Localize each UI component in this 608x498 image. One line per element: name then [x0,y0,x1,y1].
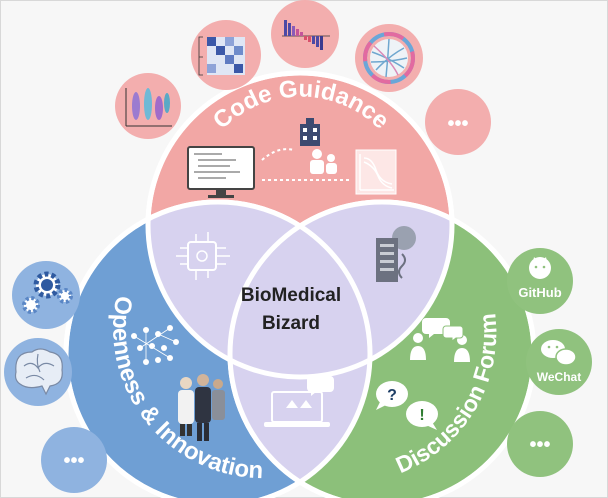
gears-bubble [12,261,80,329]
heatmap-bubble [191,20,261,90]
bar-chart-bubble [271,0,339,68]
open-more-dots: ••• [63,450,84,472]
exclamation-bubble-icon: ! [406,401,438,430]
chord-diagram-icon [363,32,415,84]
violin-plot-bubble [115,73,181,139]
forum-more-bubble[interactable]: ••• [507,411,573,477]
center-title-line1: BioMedical [240,285,342,306]
doctors-group-icon [310,149,337,174]
forum-more-dots: ••• [529,434,550,456]
github-bubble[interactable]: GitHub [507,248,573,314]
violin-plot-icon [125,88,172,127]
researchers-icon [178,374,225,441]
circuit-chip-icon [176,232,230,280]
code-more-dots: ••• [447,113,468,135]
open-more-bubble[interactable]: ••• [41,427,107,493]
github-label: GitHub [518,285,561,300]
heatmap-icon [198,36,245,76]
center-title-line2: Bizard [261,313,321,334]
hospital-icon [300,118,320,146]
dotted-arrow-top [261,148,295,161]
bar-chart-icon [282,20,330,50]
wechat-label: WeChat [537,370,581,384]
brain-icon [14,348,63,396]
github-icon [529,257,551,279]
center-title: BioMedical Bizard [226,282,356,338]
overlap-open-forum [230,202,370,498]
discussion-people-icon [410,318,470,362]
laptop-chat-icon [264,376,334,427]
chord-diagram-bubble [355,24,423,92]
monitor-code-icon [187,146,255,198]
server-globe-icon [376,226,416,282]
people-network-icon [131,325,179,365]
svg-text:?: ? [387,387,397,404]
curve-plot-icon [355,149,397,195]
svg-text:!: ! [419,407,424,424]
wechat-icon [541,340,577,366]
brain-bubble [4,338,72,406]
wechat-bubble[interactable]: WeChat [526,329,592,395]
code-more-bubble[interactable]: ••• [425,89,491,155]
question-bubble-icon: ? [376,381,408,410]
gears-icon [22,271,73,314]
